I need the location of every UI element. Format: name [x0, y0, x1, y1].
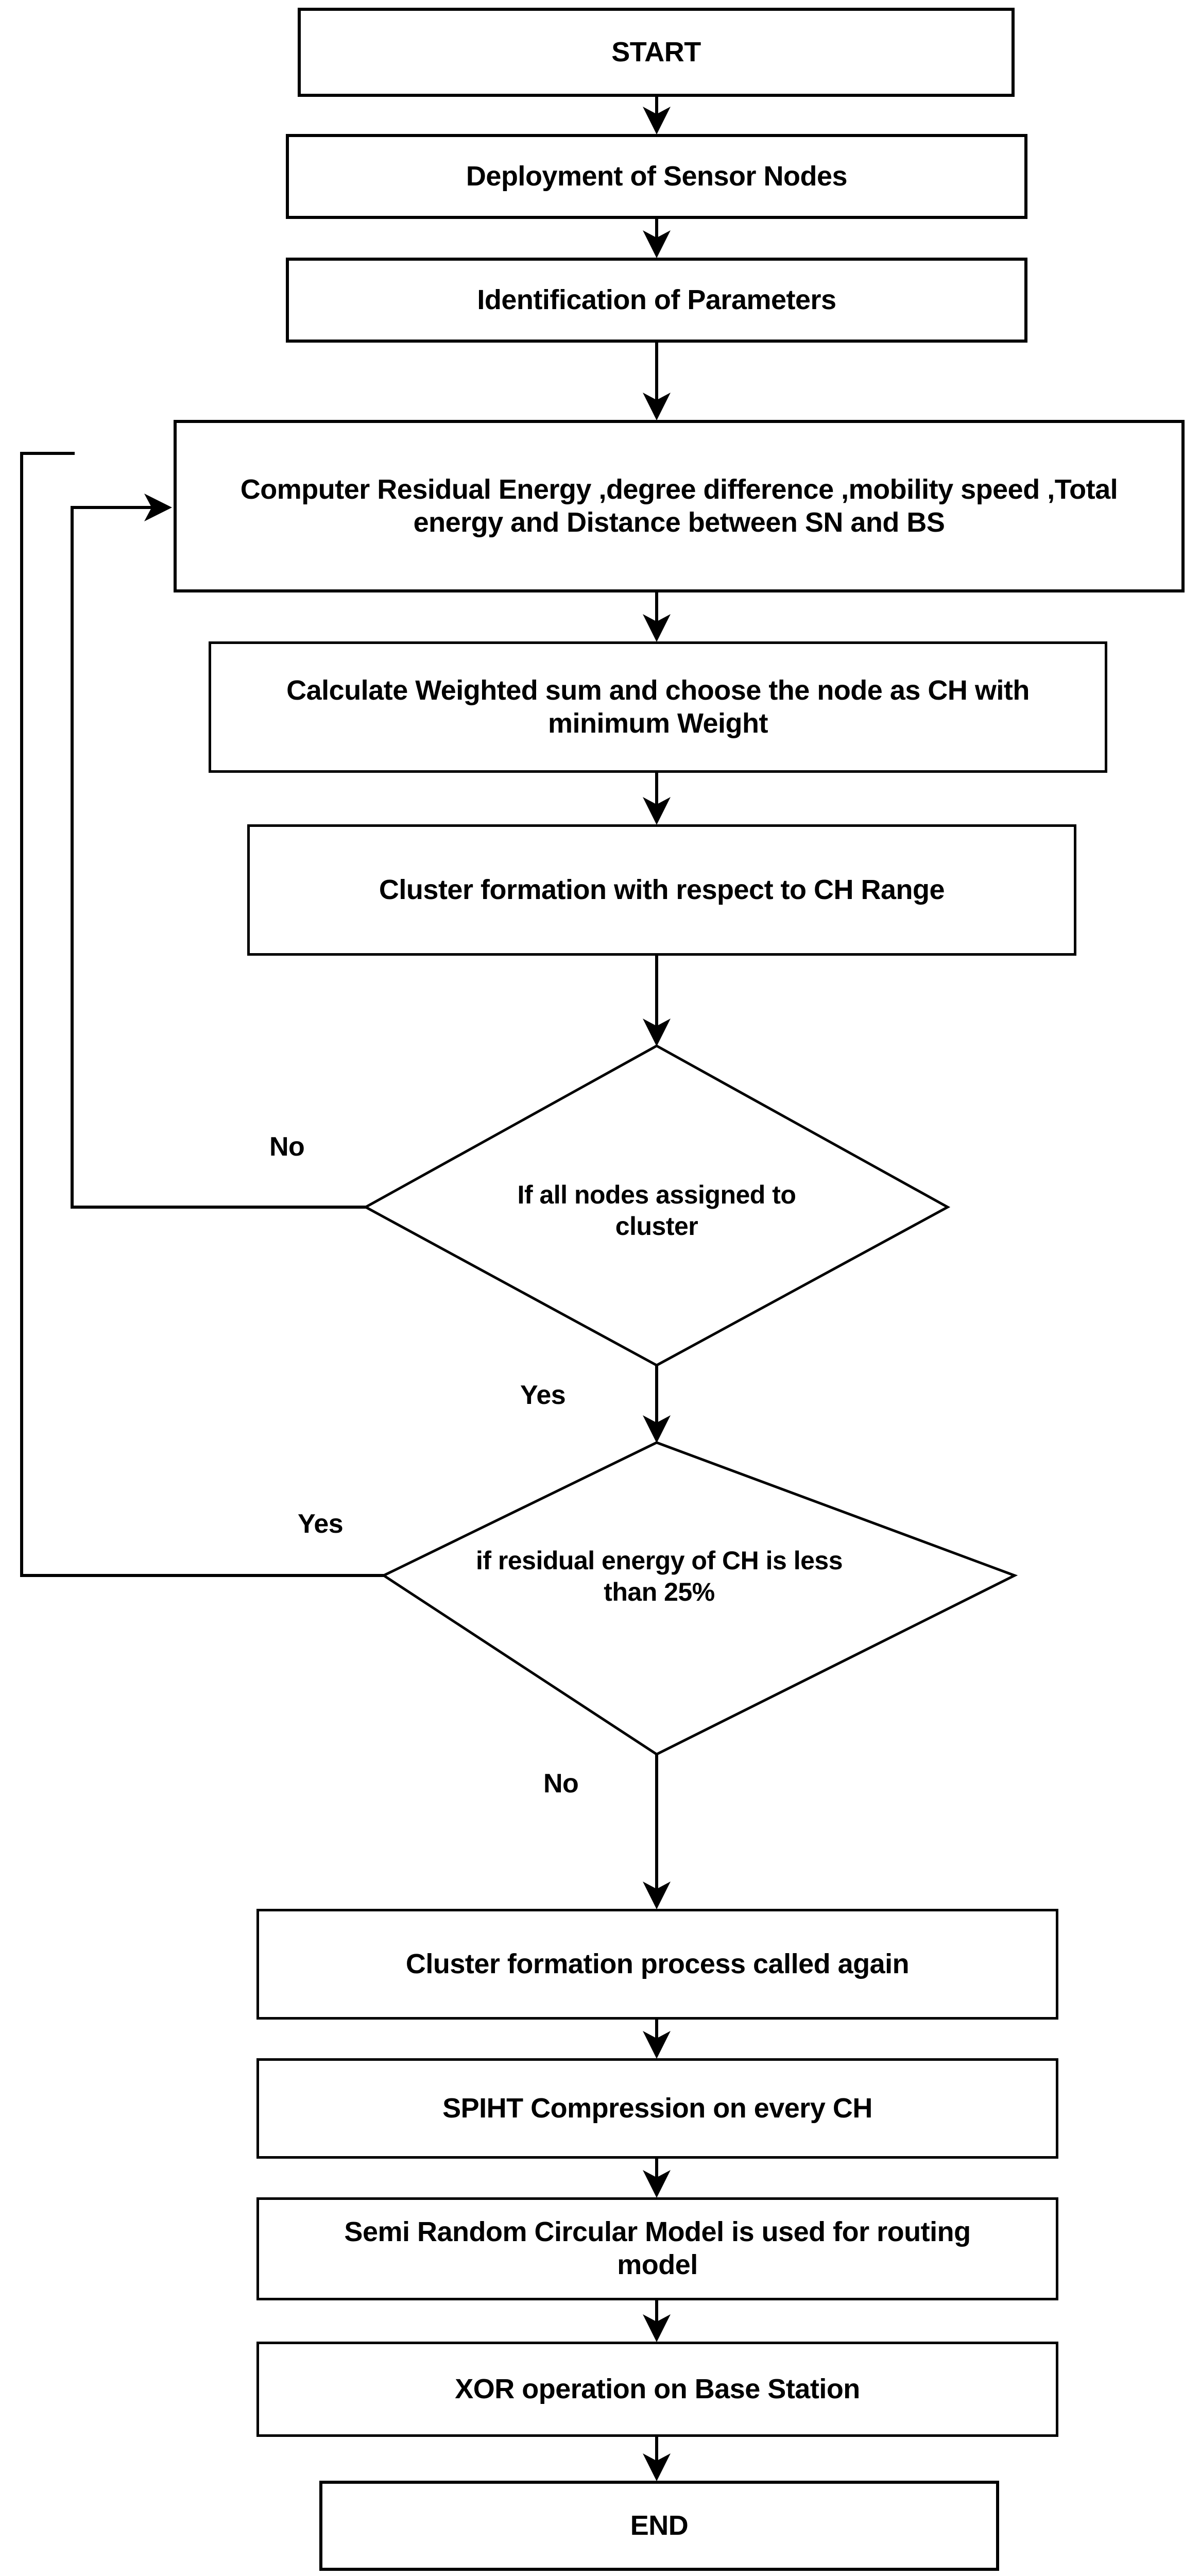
node-start-label: START — [611, 36, 701, 67]
node-cluster-formation-label: Cluster formation with respect to CH Ran… — [379, 874, 945, 905]
node-start[interactable]: START — [298, 8, 1015, 97]
node-semi-random-circular-model-label: Semi Random Circular Model is used for r… — [344, 2216, 971, 2280]
edge-label-decide2-no: No — [543, 1769, 579, 1799]
node-end[interactable]: END — [319, 2481, 999, 2571]
node-deployment[interactable]: Deployment of Sensor Nodes — [286, 134, 1027, 219]
node-recluster[interactable]: Cluster formation process called again — [256, 1909, 1058, 2020]
node-spiht-compression[interactable]: SPIHT Compression on every CH — [256, 2058, 1058, 2159]
node-recluster-label: Cluster formation process called again — [405, 1948, 910, 1979]
node-xor-operation[interactable]: XOR operation on Base Station — [256, 2342, 1058, 2437]
node-decision-all-nodes-assigned[interactable]: If all nodes assigned to cluster — [420, 1159, 894, 1262]
node-identification[interactable]: Identification of Parameters — [286, 258, 1027, 343]
node-compute-parameters-label: Computer Residual Energy ,degree differe… — [240, 473, 1118, 538]
edge-label-decide2-yes: Yes — [298, 1509, 344, 1539]
node-decision-residual-energy-label: if residual energy of CH is less than 25… — [475, 1546, 843, 1606]
node-decision-residual-energy[interactable]: if residual energy of CH is less than 25… — [427, 1525, 891, 1628]
node-spiht-compression-label: SPIHT Compression on every CH — [442, 2092, 872, 2124]
edge-decide2-yes-feedback — [20, 452, 384, 1577]
node-semi-random-circular-model[interactable]: Semi Random Circular Model is used for r… — [256, 2197, 1058, 2300]
node-end-label: END — [630, 2510, 689, 2541]
node-decision-all-nodes-assigned-label: If all nodes assigned to cluster — [517, 1180, 796, 1241]
node-identification-label: Identification of Parameters — [477, 284, 836, 315]
node-xor-operation-label: XOR operation on Base Station — [455, 2373, 860, 2404]
node-cluster-formation[interactable]: Cluster formation with respect to CH Ran… — [247, 824, 1076, 956]
edge-label-decide1-no: No — [269, 1132, 305, 1162]
node-weighted-sum[interactable]: Calculate Weighted sum and choose the no… — [209, 641, 1107, 773]
node-weighted-sum-label: Calculate Weighted sum and choose the no… — [286, 674, 1030, 739]
node-compute-parameters[interactable]: Computer Residual Energy ,degree differe… — [174, 420, 1185, 592]
node-deployment-label: Deployment of Sensor Nodes — [466, 160, 848, 192]
edge-label-decide1-yes: Yes — [520, 1380, 566, 1410]
